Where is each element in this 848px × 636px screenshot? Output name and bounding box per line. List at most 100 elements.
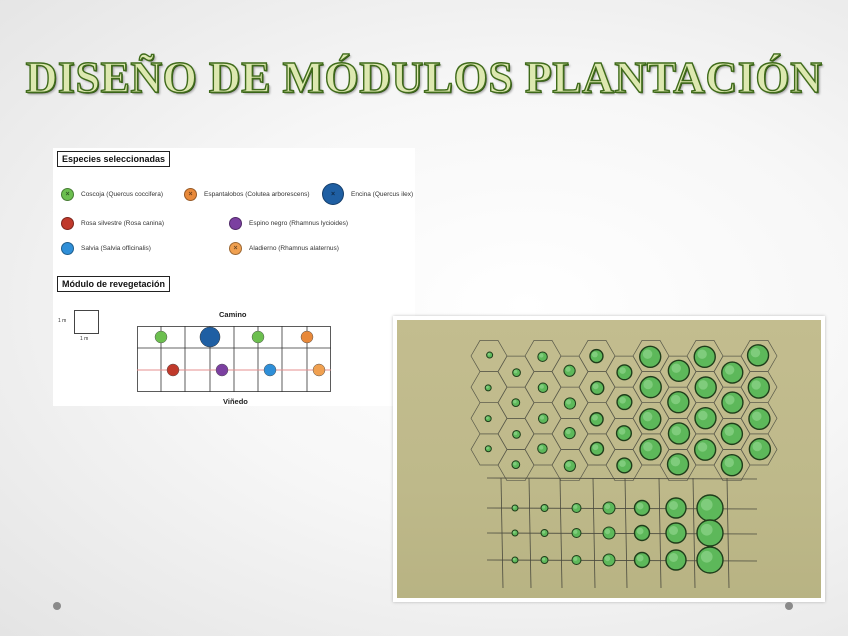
shrub-mark: [640, 409, 661, 430]
plant-encina: [200, 327, 220, 347]
plant-coscoja: [155, 331, 167, 343]
species-icon: ×: [229, 242, 242, 255]
shrub-mark: [617, 395, 632, 410]
shrub-mark: [695, 377, 716, 398]
species-icon: [61, 242, 74, 255]
shrub-mark: [564, 460, 575, 471]
shrub-mark: [668, 360, 689, 381]
shrub-mark: [635, 501, 650, 516]
shrub-mark: [564, 427, 575, 438]
shrub-mark: [722, 362, 743, 383]
legend-label: Espantalobos (Colutea arborescens): [204, 191, 310, 198]
scale-vertical-label: 1 m: [58, 318, 66, 324]
shrub-mark: [572, 504, 581, 513]
revegetation-module-grid: [137, 326, 331, 392]
shrub-mark: [695, 439, 716, 460]
shrub-mark: [640, 346, 661, 367]
legend-label: Rosa silvestre (Rosa canina): [81, 220, 164, 227]
shrub-mark: [512, 557, 518, 563]
shrub-mark: [721, 423, 742, 444]
shrub-mark: [538, 383, 547, 392]
shrub-mark: [572, 529, 581, 538]
shrub-mark: [485, 416, 491, 422]
shrub-mark: [617, 458, 632, 473]
shrub-mark: [541, 505, 548, 512]
legend-label: Coscoja (Quercus coccifera): [81, 191, 163, 198]
shrub-mark: [617, 426, 632, 441]
plantation-sketch-image: [393, 316, 825, 602]
legend-item-salvia: Salvia (Salvia officinalis): [61, 242, 151, 255]
path-label: Camino: [219, 310, 247, 319]
legend-title: Especies seleccionadas: [57, 151, 170, 167]
shrub-mark: [603, 554, 615, 566]
legend-item-rosa: Rosa silvestre (Rosa canina): [61, 217, 164, 230]
shrub-mark: [603, 502, 615, 514]
grid-line: [625, 478, 627, 588]
shrub-mark: [590, 413, 603, 426]
shrub-mark: [572, 556, 581, 565]
shrub-mark: [485, 385, 491, 391]
shrub-mark: [722, 392, 743, 413]
shrub-mark: [617, 365, 632, 380]
shrub-mark: [748, 377, 769, 398]
shrub-mark: [512, 461, 520, 469]
shrub-mark: [668, 454, 689, 475]
sketch-canvas: [397, 320, 821, 598]
species-icon: ×: [61, 188, 74, 201]
scale-square: [74, 310, 99, 334]
legend-label: Encina (Quercus ilex): [351, 191, 413, 198]
species-icon: [229, 217, 242, 230]
shrub-mark: [640, 377, 661, 398]
shrub-mark: [603, 527, 615, 539]
shrub-mark: [749, 408, 770, 429]
shrub-mark: [485, 446, 491, 452]
plant-espino: [216, 364, 228, 376]
slide-title: DISEÑO DE MÓDULOS PLANTACIÓN: [0, 52, 848, 103]
plant-salvia: [264, 364, 276, 376]
shrub-mark: [695, 408, 716, 429]
shrub-mark: [541, 530, 548, 537]
legend-item-espantalobos: × Espantalobos (Colutea arborescens): [184, 188, 310, 201]
shrub-mark: [512, 505, 518, 511]
legend-item-encina: × Encina (Quercus ilex): [322, 183, 413, 205]
shrub-mark: [564, 398, 575, 409]
scale-horizontal-label: 1 m: [80, 336, 88, 342]
grid-line: [487, 478, 757, 479]
shrub-mark: [541, 557, 548, 564]
legend-item-coscoja: × Coscoja (Quercus coccifera): [61, 188, 163, 201]
shrub-mark: [640, 439, 661, 460]
legend-label: Salvia (Salvia officinalis): [81, 245, 151, 252]
shrub-mark: [635, 526, 650, 541]
shrub-mark: [538, 444, 547, 453]
grid-line: [659, 478, 661, 588]
shrub-mark: [512, 530, 518, 536]
shrub-mark: [538, 352, 547, 361]
plant-coscoja: [252, 331, 264, 343]
shrub-mark: [590, 442, 603, 455]
shrub-mark: [512, 399, 520, 407]
shrub-mark: [666, 498, 686, 518]
plant-aladierno: [313, 364, 325, 376]
shrub-mark: [513, 431, 521, 439]
shrub-mark: [590, 350, 603, 363]
shrub-mark: [697, 495, 723, 521]
legend-item-espino: Espino negro (Rhamnus lycioides): [229, 217, 348, 230]
shrub-mark: [694, 346, 715, 367]
species-icon: ×: [322, 183, 344, 205]
shrub-mark: [538, 414, 547, 423]
plantation-sketch: [397, 320, 821, 598]
vineyard-label: Viñedo: [223, 397, 248, 406]
shrub-mark: [749, 439, 770, 460]
shrub-mark: [513, 369, 521, 377]
shrub-mark: [564, 365, 575, 376]
legend-label: Espino negro (Rhamnus lycioides): [249, 220, 348, 227]
shrub-mark: [697, 520, 723, 546]
shrub-mark: [666, 523, 686, 543]
grid-line: [727, 478, 729, 588]
slide-dot-left: [53, 602, 61, 610]
legend-label: Aladierno (Rhamnus alaternus): [249, 245, 339, 252]
plant-espantalobos: [301, 331, 313, 343]
shrub-mark: [487, 352, 493, 358]
legend-item-aladierno: × Aladierno (Rhamnus alaternus): [229, 242, 339, 255]
shrub-mark: [748, 345, 769, 366]
